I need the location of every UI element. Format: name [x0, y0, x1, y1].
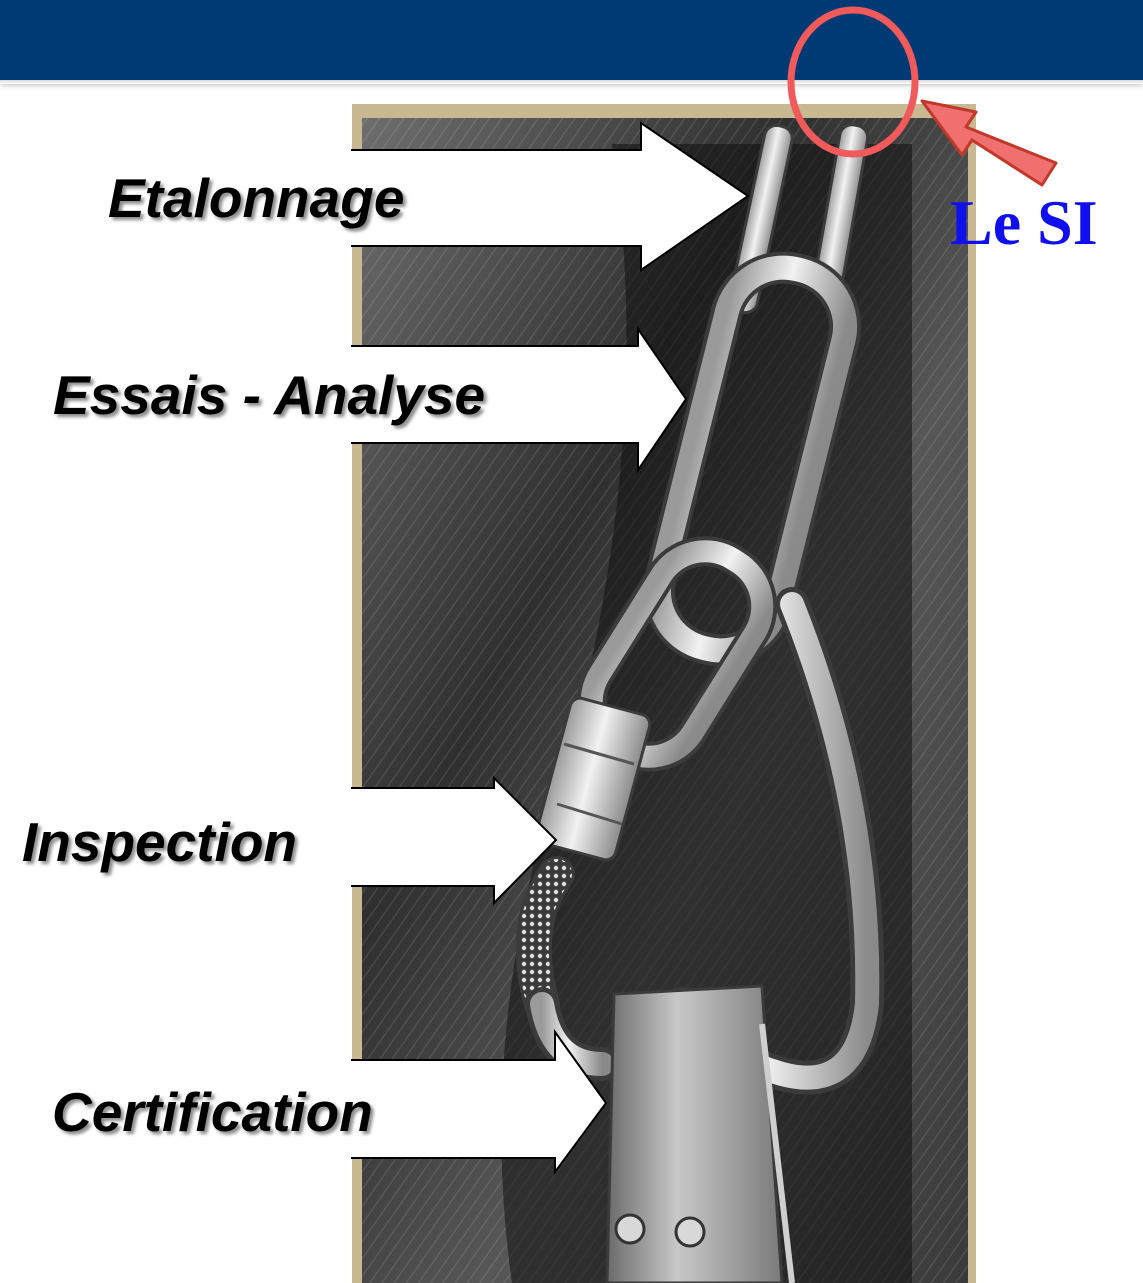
- callout-label-le-si: Le SI: [950, 186, 1098, 260]
- label-inspection: Inspection: [22, 810, 297, 874]
- label-essais-analyse: Essais - Analyse: [53, 363, 485, 427]
- header-underline: [0, 80, 1143, 84]
- label-certification: Certification: [52, 1080, 373, 1144]
- chain-illustration: [352, 104, 976, 1283]
- header-bar: [0, 0, 1143, 80]
- label-etalonnage: Etalonnage: [108, 166, 404, 230]
